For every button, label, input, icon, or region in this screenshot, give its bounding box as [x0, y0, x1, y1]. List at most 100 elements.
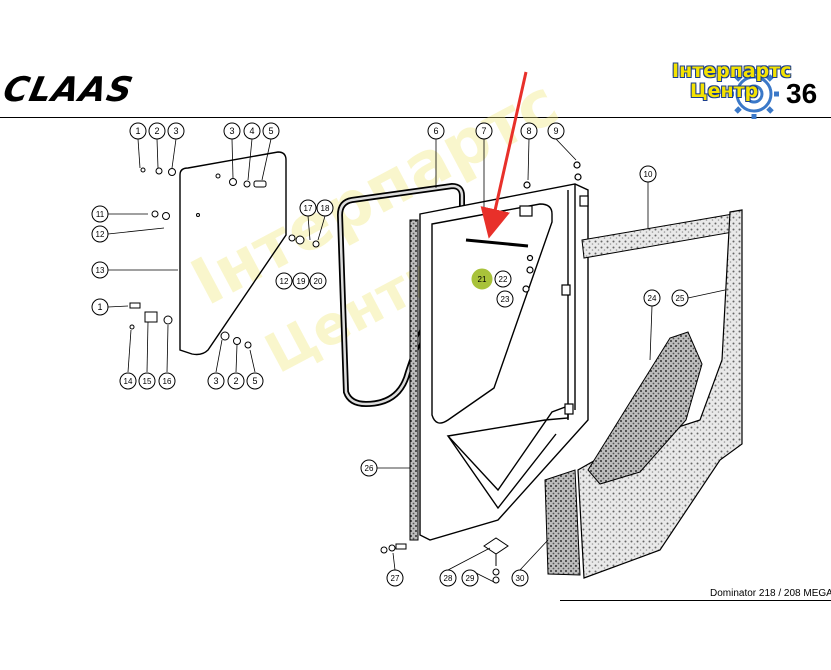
callout-c10: 10	[639, 165, 657, 183]
callout-label: 14	[124, 377, 133, 386]
callout-circle	[91, 225, 109, 243]
callout-circle	[246, 372, 264, 390]
callout-c23: 23	[496, 290, 514, 308]
callout-c15: 15	[138, 372, 156, 390]
callout-label: 7	[481, 126, 486, 136]
callout-circle	[547, 122, 565, 140]
lining-panel	[577, 209, 743, 579]
callout-label: 28	[444, 574, 453, 583]
callout-label: 3	[173, 126, 178, 136]
callout-c25: 25	[671, 289, 689, 307]
callout-c9: 9	[547, 122, 565, 140]
callout-c5b: 5	[246, 372, 264, 390]
door-frame	[419, 183, 589, 541]
callout-circle	[138, 372, 156, 390]
callout-label: 3	[229, 126, 234, 136]
side-glass-panel	[179, 151, 287, 356]
callout-circle	[299, 199, 317, 217]
callout-label: 29	[466, 574, 475, 583]
callout-label: 13	[96, 266, 105, 275]
callout-label: 2	[233, 376, 238, 386]
upper-trim-strip	[581, 213, 734, 259]
callout-c28: 28	[439, 569, 457, 587]
foam-insert	[587, 331, 703, 485]
callout-label: 16	[163, 377, 172, 386]
callout-label: 19	[297, 277, 306, 286]
callout-c1b: 1	[91, 298, 109, 316]
callout-label: 21	[478, 275, 487, 284]
callout-label: 22	[499, 275, 508, 284]
callout-label: 1	[135, 126, 140, 136]
callout-circle	[119, 372, 137, 390]
callout-circle	[461, 569, 479, 587]
callout-circle	[207, 372, 225, 390]
callout-label: 30	[516, 574, 525, 583]
callout-circle	[475, 122, 493, 140]
callout-circle	[243, 122, 261, 140]
callout-c29: 29	[461, 569, 479, 587]
callout-label: 5	[252, 376, 257, 386]
watermark-line2: Центр	[690, 80, 759, 102]
callout-label: 24	[648, 294, 657, 303]
callout-circle	[439, 569, 457, 587]
callout-c21: 21	[471, 268, 493, 290]
callout-c11: 11	[91, 205, 109, 223]
callout-circle	[520, 122, 538, 140]
callout-circle	[91, 298, 109, 316]
callout-c3b: 3	[223, 122, 241, 140]
watermark-gear-icon	[729, 69, 779, 119]
frame-edge-strip	[409, 219, 419, 541]
callout-label: 12	[280, 277, 289, 286]
callout-c2b: 2	[227, 372, 245, 390]
callout-label: 6	[433, 126, 438, 136]
callout-circle	[427, 122, 445, 140]
callout-c3c: 3	[207, 372, 225, 390]
callout-label: 12	[96, 230, 105, 239]
callout-circle	[671, 289, 689, 307]
callout-label: 25	[676, 294, 685, 303]
callout-c12b: 12	[275, 272, 293, 290]
callout-c12a: 12	[91, 225, 109, 243]
leader-lines	[107, 138, 726, 583]
callout-circle	[262, 122, 280, 140]
watermark-line1: Інтерпартс	[672, 60, 792, 82]
callout-circle	[167, 122, 185, 140]
callout-c19: 19	[292, 272, 310, 290]
callout-c5a: 5	[262, 122, 280, 140]
callout-label: 15	[143, 377, 152, 386]
callout-circle	[292, 272, 310, 290]
callout-circle	[275, 272, 293, 290]
callout-c13: 13	[91, 261, 109, 279]
callout-circle	[91, 261, 109, 279]
red-indicator-arrow	[480, 71, 528, 239]
callout-circle	[360, 459, 378, 477]
callout-c2a: 2	[148, 122, 166, 140]
lower-panel	[544, 469, 581, 576]
callout-circle	[227, 372, 245, 390]
callout-c27: 27	[386, 569, 404, 587]
callout-label: 20	[314, 277, 323, 286]
callout-label: 10	[644, 170, 653, 179]
callout-c16: 16	[158, 372, 176, 390]
page-number: 36	[786, 78, 818, 109]
hardware-small-parts	[129, 167, 320, 349]
callout-label: 18	[321, 204, 330, 213]
callout-c1a: 1	[129, 122, 147, 140]
callout-circle	[148, 122, 166, 140]
callout-c30: 30	[511, 569, 529, 587]
bottom-hardware	[380, 537, 509, 584]
callout-c14: 14	[119, 372, 137, 390]
callout-c4: 4	[243, 122, 261, 140]
callout-circle	[309, 272, 327, 290]
header-divider	[0, 117, 831, 118]
callout-c26: 26	[360, 459, 378, 477]
callout-c3a: 3	[167, 122, 185, 140]
callout-label: 4	[249, 126, 254, 136]
callout-c8: 8	[520, 122, 538, 140]
callout-label: 3	[213, 376, 218, 386]
callout-c17: 17	[299, 199, 317, 217]
callout-label: 8	[526, 126, 531, 136]
callout-circle	[511, 569, 529, 587]
